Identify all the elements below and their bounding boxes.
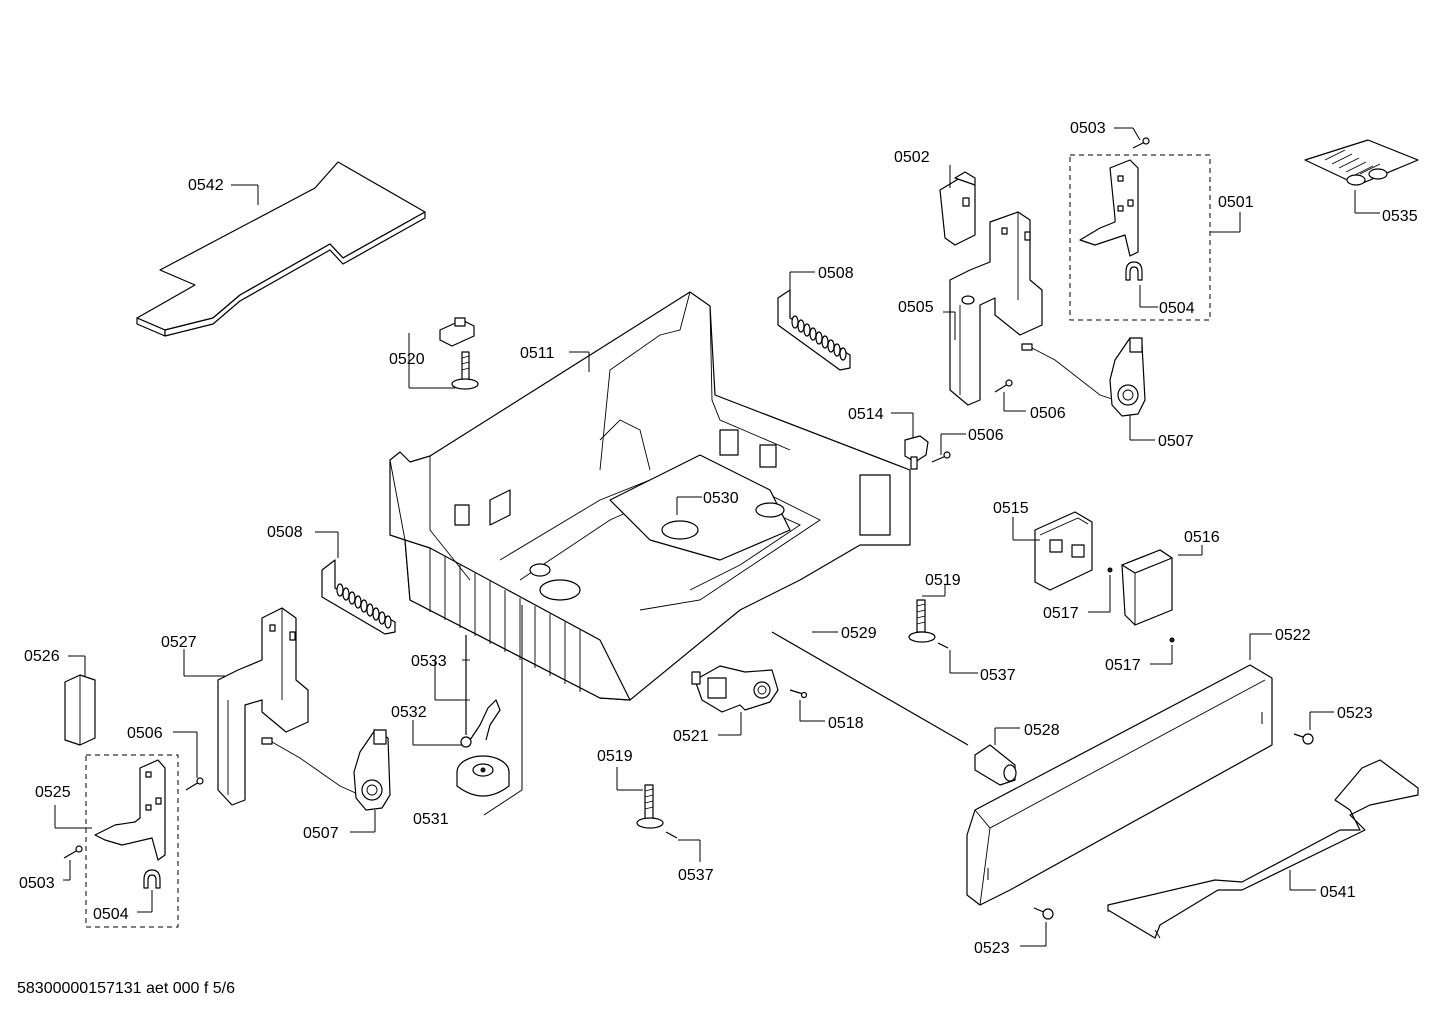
label-0528: 0528 [1024, 722, 1060, 739]
part-0523-screw-b: 0523 [974, 907, 1054, 957]
part-0527-hinge-plate: 0527 [161, 607, 309, 806]
part-0530-sump: 0530 [676, 490, 739, 515]
part-0503-upper-screw: 0503 [1070, 120, 1150, 149]
label-0506-a: 0506 [1030, 405, 1066, 422]
label-0537-a: 0537 [980, 667, 1016, 684]
label-0514: 0514 [848, 406, 884, 423]
part-0541-kick-plate: 0541 [1107, 759, 1419, 939]
label-0537-b: 0537 [678, 867, 714, 884]
part-0515-bracket: 0515 [993, 500, 1093, 591]
part-0516-cover: 0516 [1121, 529, 1220, 626]
label-0542: 0542 [188, 177, 224, 194]
part-0528-knob: 0528 [974, 722, 1060, 786]
part-0506-screw-c: 0506 [127, 725, 204, 791]
part-0542-cover-plate: 0542 [136, 161, 426, 337]
label-0518: 0518 [828, 715, 864, 732]
part-0533-shaft: 0533 [411, 635, 470, 735]
part-0537-screw-a: 0537 [937, 642, 1016, 684]
label-0527: 0527 [161, 634, 197, 651]
label-0523-a: 0523 [1337, 705, 1373, 722]
label-0508-lower: 0508 [267, 524, 303, 541]
label-0521: 0521 [673, 728, 709, 745]
label-0511: 0511 [520, 345, 555, 362]
label-0506-c: 0506 [127, 725, 163, 742]
label-0503-lower: 0503 [19, 875, 55, 892]
label-0504-lower: 0504 [93, 906, 129, 923]
part-0519-foot-a: 0519 [908, 572, 961, 643]
part-0502-bracket: 0502 [894, 149, 976, 246]
part-0508-lower-hinge-spring: 0508 [267, 524, 396, 635]
label-0535: 0535 [1382, 208, 1418, 225]
label-0501: 0501 [1218, 194, 1254, 211]
part-0508-upper-hinge-spring: 0508 [777, 265, 854, 371]
label-0530: 0530 [703, 490, 739, 507]
part-0503-lower-screw: 0503 [19, 845, 83, 892]
part-0522-front-panel: 0522 [966, 627, 1311, 906]
label-0519-b: 0519 [597, 748, 633, 765]
label-0508-upper: 0508 [818, 265, 854, 282]
label-0532: 0532 [391, 704, 427, 721]
part-0507-upper-hinge-cable: 0507 [1021, 337, 1194, 450]
part-0506-screw-a: 0506 [994, 379, 1066, 422]
part-0531-pump-cover: 0531 [413, 605, 523, 828]
part-0501-hinge-kit: 0501 0504 [1069, 154, 1254, 321]
part-0521-inlet-valve: 0521 [673, 665, 779, 745]
label-0504-upper: 0504 [1159, 300, 1195, 317]
part-0520-adjustable-foot: 0520 [389, 317, 479, 390]
label-0516: 0516 [1184, 529, 1220, 546]
label-0506-b: 0506 [968, 427, 1004, 444]
part-0525-hinge-kit: 0525 0504 [35, 754, 179, 928]
label-0523-b: 0523 [974, 940, 1010, 957]
label-0503-upper: 0503 [1070, 120, 1106, 137]
drawing-code: 58300000157131 aet 000 f 5/6 [17, 980, 235, 997]
part-0518-screw: 0518 [789, 689, 864, 732]
label-0517-b: 0517 [1105, 657, 1141, 674]
label-0520: 0520 [389, 351, 425, 368]
label-0505: 0505 [898, 299, 934, 316]
part-0517-screw-a: 0517 [1043, 567, 1113, 622]
label-0531: 0531 [413, 811, 449, 828]
label-0507-upper: 0507 [1158, 433, 1194, 450]
part-0507-lower-hinge-cable: 0507 [261, 729, 391, 842]
part-0537-screw-b: 0537 [665, 831, 714, 884]
part-0517-screw-b: 0517 [1105, 637, 1175, 674]
label-0525: 0525 [35, 784, 71, 801]
part-0519-foot-b: 0519 [597, 748, 664, 829]
part-0514-sensor: 0514 [848, 406, 929, 470]
label-0519-a: 0519 [925, 572, 961, 589]
part-0529-rod: 0529 [771, 625, 969, 746]
part-0523-screw-a: 0523 [1293, 705, 1373, 745]
part-0532-float-arm: 0532 [391, 699, 501, 748]
part-0511-base-tub: 0511 [389, 291, 911, 701]
part-0505-hinge-plate: 0505 [898, 211, 1043, 406]
part-0506-screw-b: 0506 [931, 427, 1004, 463]
label-0526: 0526 [24, 648, 60, 665]
label-0517-a: 0517 [1043, 605, 1079, 622]
label-0507-lower: 0507 [303, 825, 339, 842]
label-0502: 0502 [894, 149, 930, 166]
label-0533: 0533 [411, 653, 447, 670]
part-0526-cover: 0526 [24, 648, 96, 746]
label-0529: 0529 [841, 625, 877, 642]
label-0515: 0515 [993, 500, 1029, 517]
part-0535-accessory-bag: 0535 [1304, 139, 1419, 225]
label-0522: 0522 [1275, 627, 1311, 644]
label-0541: 0541 [1320, 884, 1356, 901]
